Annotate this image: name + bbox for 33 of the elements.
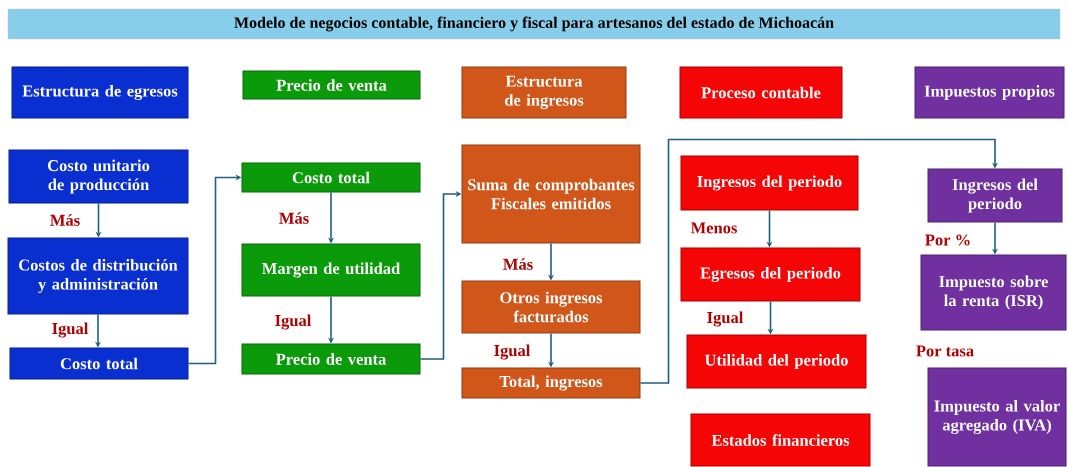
process-box: Proceso contable <box>679 66 843 119</box>
edge-label: Igual <box>52 322 89 338</box>
edge-label: Más <box>503 258 533 270</box>
title-banner: Modelo de negocios contable, financiero y fiscal para artesanos del estado de Michoacán <box>7 8 1061 40</box>
edge-label: Menos <box>690 222 737 234</box>
process-box: Utilidad del periodo <box>686 334 867 389</box>
process-box: Estructura de ingresos <box>461 66 627 119</box>
process-box: Otros ingresos facturados <box>461 280 641 334</box>
process-box: Total, ingresos <box>461 367 641 399</box>
note-label: Por tasa <box>916 345 974 357</box>
process-box: Costos de distribución y administración <box>7 237 189 315</box>
process-box: Costo total <box>241 162 421 193</box>
process-box: Suma de comprobantes Fiscales emitidos <box>461 144 641 244</box>
edge-label: Por % <box>925 234 970 246</box>
edge-label: Igual <box>275 314 312 330</box>
process-box: Ingresos del periodo <box>680 155 859 211</box>
process-box: Estados financieros <box>690 413 871 467</box>
edge-label: Más <box>50 214 80 226</box>
process-box: Margen de utilidad <box>241 243 421 297</box>
edge-label: Igual <box>494 344 531 360</box>
process-box: Estructura de egresos <box>11 66 189 119</box>
process-box: Impuesto sobre la renta (ISR) <box>920 254 1067 331</box>
process-box: Precio de venta <box>242 70 421 100</box>
process-box: Impuestos propios <box>914 66 1065 119</box>
process-box: Egresos del periodo <box>680 247 861 302</box>
edge-label: Igual <box>707 311 744 327</box>
process-box: Impuesto al valor agregado (IVA) <box>927 367 1067 467</box>
process-box: Costo unitario de producción <box>8 149 189 204</box>
process-box: Precio de venta <box>241 343 421 375</box>
arrow <box>639 138 999 384</box>
edge-label: Más <box>279 212 309 224</box>
process-box: Costo total <box>9 347 189 380</box>
process-box: Ingresos del periodo <box>927 168 1063 223</box>
